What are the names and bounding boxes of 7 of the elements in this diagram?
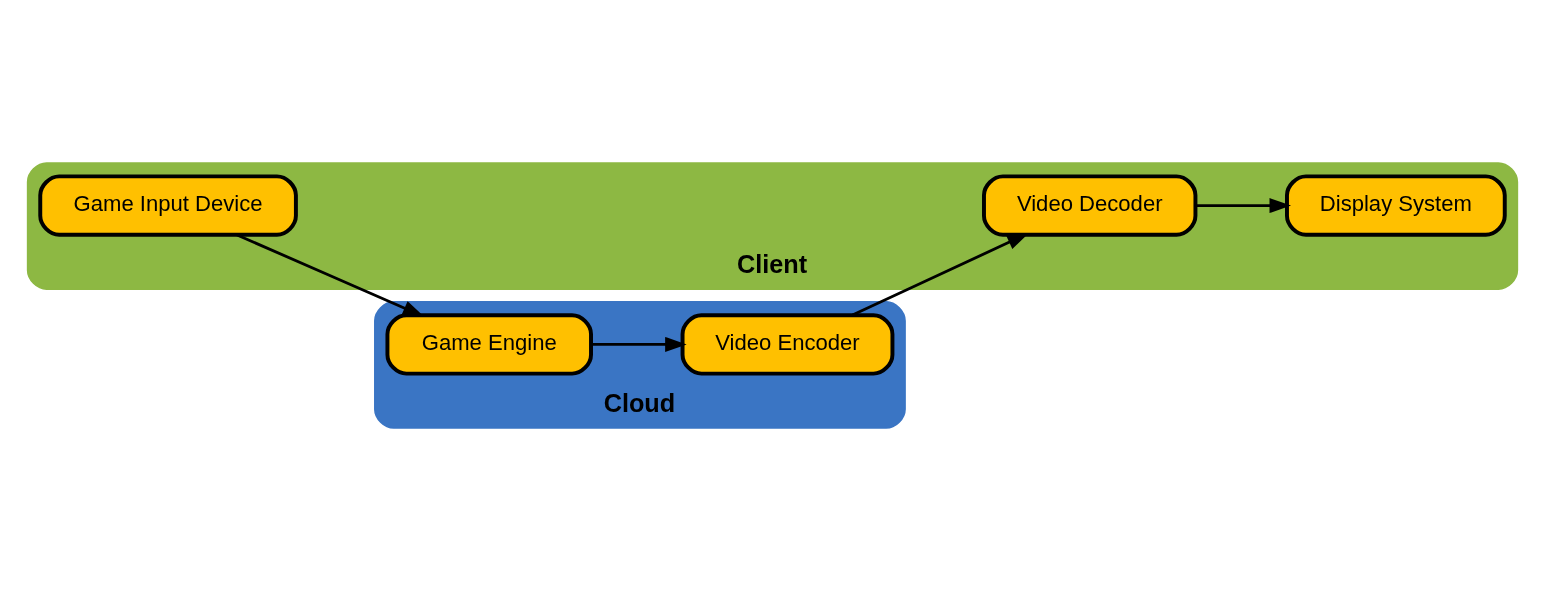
node-box: Video Encoder	[680, 312, 895, 376]
node-box: Video Decoder	[982, 173, 1198, 237]
arrow	[1195, 197, 1291, 213]
arrow	[591, 336, 687, 352]
node-box: Game Engine	[385, 312, 593, 376]
node-box: Display System	[1285, 173, 1507, 237]
node-box: Game Input Device	[38, 173, 298, 237]
